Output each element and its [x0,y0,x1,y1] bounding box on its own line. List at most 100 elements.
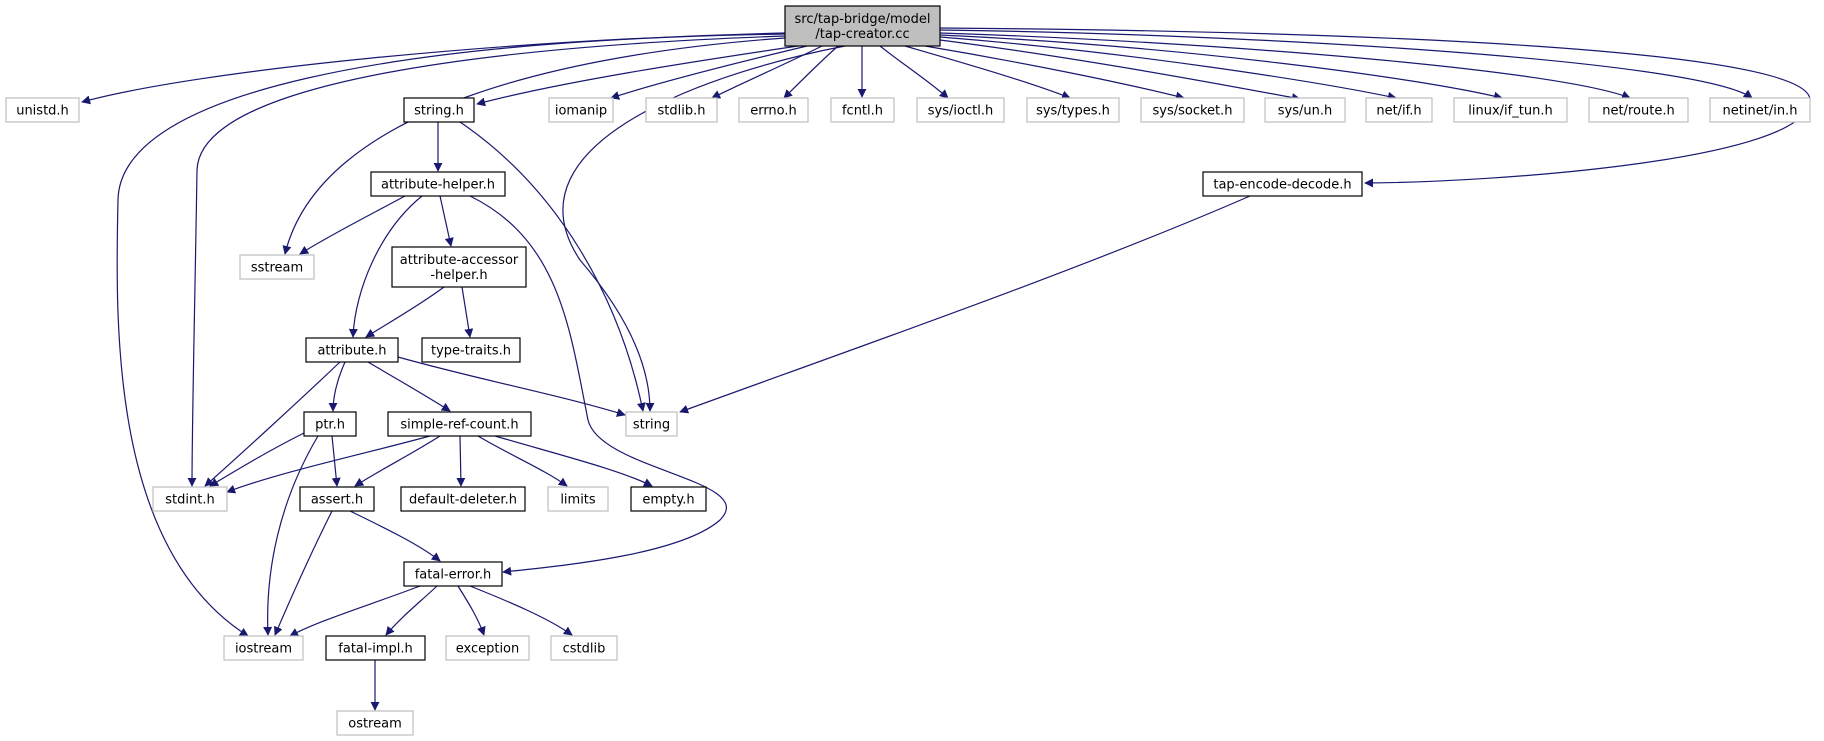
edge-root-to-string_h [476,45,799,107]
node-label: ptr.h [315,418,345,433]
node-attrhelper[interactable]: attribute-helper.h [370,171,506,197]
node-box [547,486,609,512]
node-deldeleter[interactable]: default-deleter.h [400,486,526,512]
node-box [421,337,521,363]
node-label: cstdlib [563,642,606,657]
node-box [223,635,304,661]
edge-root-to-errno [783,45,839,99]
node-tapenc[interactable]: tap-encode-decode.h [1202,171,1363,197]
edge-srefcount-to-deldeleter [456,435,466,487]
edge-srefcount-to-empty [494,435,653,487]
node-iftun: linux/if_tun.h [1453,97,1568,123]
node-box [1709,97,1811,123]
edge-attrhelper-to-attribute [348,195,423,338]
edge-fatalerror-to-iostream [289,585,421,637]
node-stdint: stdint.h [152,486,228,512]
node-box [916,97,1005,123]
node-box [403,97,475,123]
edge-root-to-stdint [187,35,786,487]
edge-root-to-ioctl [879,45,949,99]
node-label: net/if.h [1376,104,1421,119]
node-iomanip: iomanip [548,97,614,123]
edge-string_h-to-string [459,121,646,412]
node-typetraits[interactable]: type-traits.h [421,337,521,363]
node-label: unistd.h [16,104,69,119]
node-box [1453,97,1568,123]
edge-root-to-iostream [116,33,786,637]
node-box [325,635,426,661]
node-box [445,635,530,661]
node-fatalimpl[interactable]: fatal-impl.h [325,635,426,661]
node-label: ostream [348,717,402,732]
node-label: net/route.h [1602,104,1674,119]
node-label: netinet/in.h [1723,104,1798,119]
node-root[interactable]: src/tap-bridge/model/tap-creator.cc [784,5,941,47]
edge-attracc-to-attribute [365,286,445,338]
node-stdlib: stdlib.h [645,97,718,123]
node-label: attribute-helper.h [381,178,495,193]
node-label: string.h [414,104,464,119]
edge-attrhelper-to-sstream [299,195,406,255]
node-box [400,486,526,512]
node-box [1140,97,1245,123]
edge-attribute-to-srefcount [367,361,451,412]
node-socket: sys/socket.h [1140,97,1245,123]
node-attracc[interactable]: attribute-accessor-helper.h [391,246,527,288]
node-ptr[interactable]: ptr.h [303,411,357,437]
node-label: sys/types.h [1036,104,1110,119]
node-box [152,486,228,512]
node-route: net/route.h [1588,97,1689,123]
node-label: fatal-error.h [415,568,492,583]
node-label: iomanip [555,104,607,119]
node-box [299,486,375,512]
node-label: exception [456,642,520,657]
node-box [1264,97,1346,123]
node-label: -helper.h [430,268,487,283]
edge-attrhelper-to-attracc [439,195,454,247]
node-box [645,97,718,123]
node-box [1365,97,1433,123]
node-label: type-traits.h [431,344,511,359]
edge-root-to-iftun [939,34,1503,101]
node-sstream: sstream [239,254,315,280]
node-types: sys/types.h [1026,97,1120,123]
edge-attracc-to-typetraits [461,286,474,338]
node-box [548,97,614,123]
node-string: string [625,411,678,437]
node-string-h[interactable]: string.h [403,97,475,123]
node-label: attribute-accessor [400,253,519,268]
edge-tapenc-to-string [679,195,1251,414]
node-box [239,254,315,280]
node-unistd: unistd.h [5,97,80,123]
node-ostream: ostream [336,710,414,736]
node-empty[interactable]: empty.h [630,486,707,512]
node-exception: exception [445,635,530,661]
node-box [630,486,707,512]
edge-root-to-netin [939,29,1753,99]
node-label: tap-encode-decode.h [1213,178,1351,193]
node-box [403,561,503,587]
edge-ptr-to-stdint [209,432,305,487]
node-box [830,97,895,123]
node-box [5,97,80,123]
edge-srefcount-to-limits [477,435,568,487]
node-label: attribute.h [317,344,386,359]
edge-fatalerror-to-exception [457,585,486,636]
node-box [370,171,506,197]
node-box [738,97,809,123]
node-fatalerror[interactable]: fatal-error.h [403,561,503,587]
node-box [305,337,399,363]
edge-root-to-unistd [81,32,786,105]
node-cstdlib: cstdlib [550,635,618,661]
node-box [1588,97,1689,123]
node-label: string [633,418,670,433]
node-label: sys/socket.h [1152,104,1232,119]
node-assert[interactable]: assert.h [299,486,375,512]
node-box [336,710,414,736]
edge-attribute-to-stdint [204,361,341,487]
node-label: stdint.h [165,493,214,508]
node-label: linux/if_tun.h [1468,104,1552,119]
node-attribute[interactable]: attribute.h [305,337,399,363]
node-srefcount[interactable]: simple-ref-count.h [387,411,532,437]
node-label: errno.h [750,104,797,119]
